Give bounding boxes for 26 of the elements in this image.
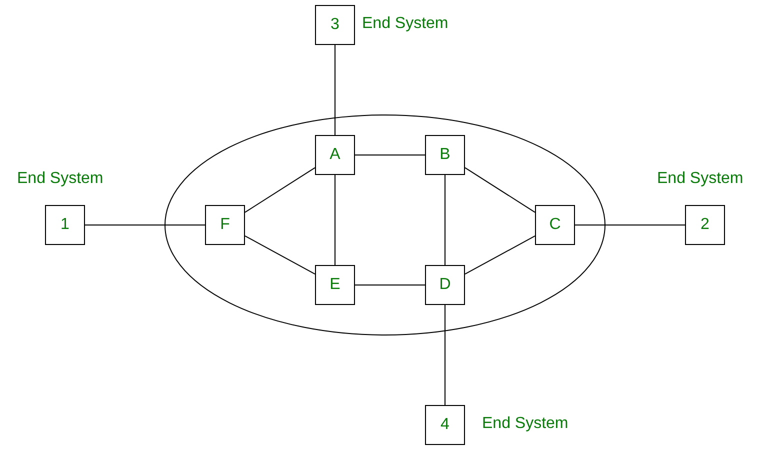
node-caption: End System bbox=[362, 15, 448, 33]
node-box: 1 bbox=[45, 205, 85, 245]
link-line bbox=[334, 174, 336, 266]
link-line bbox=[244, 167, 316, 213]
node-box: E bbox=[315, 265, 355, 305]
link-line bbox=[464, 167, 536, 213]
node-box: 4 bbox=[425, 405, 465, 445]
node-caption: End System bbox=[657, 170, 744, 188]
link-line bbox=[84, 224, 206, 226]
link-line bbox=[244, 235, 316, 275]
link-line bbox=[354, 284, 426, 286]
link-line bbox=[444, 174, 446, 266]
link-line bbox=[444, 304, 446, 406]
node-caption: End System bbox=[17, 170, 104, 188]
node-box: C bbox=[535, 205, 575, 245]
link-line bbox=[464, 235, 536, 275]
node-caption: End System bbox=[482, 415, 568, 433]
link-line bbox=[334, 44, 336, 136]
link-line bbox=[354, 154, 426, 156]
node-box: 2 bbox=[685, 205, 725, 245]
node-box: B bbox=[425, 135, 465, 175]
link-line bbox=[574, 224, 686, 226]
node-box: D bbox=[425, 265, 465, 305]
node-box: 3 bbox=[315, 5, 355, 45]
node-box: A bbox=[315, 135, 355, 175]
node-box: F bbox=[205, 205, 245, 245]
